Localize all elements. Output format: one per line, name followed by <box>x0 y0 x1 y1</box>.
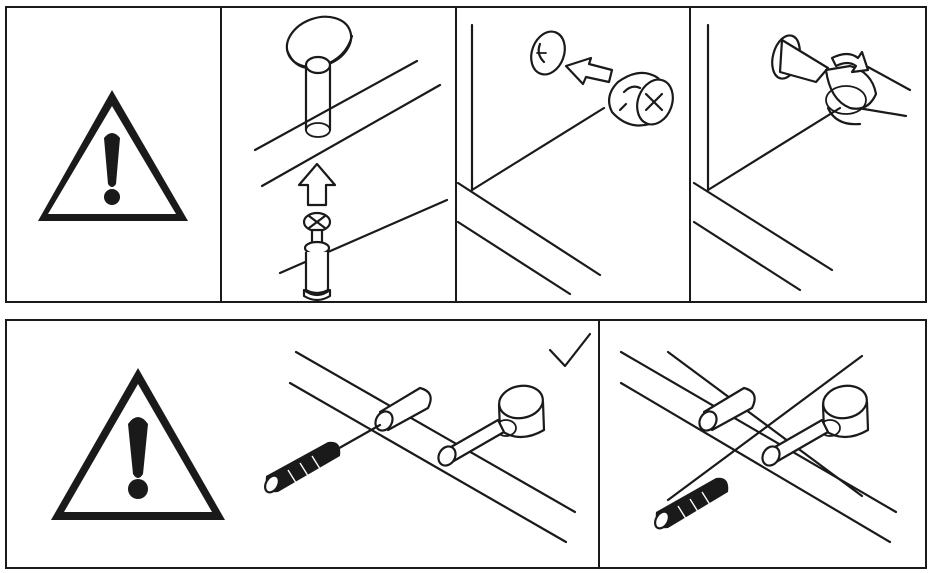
cam-hole-cylinder <box>495 384 546 439</box>
rotate-arrow-icon <box>830 50 870 74</box>
screwdriver <box>264 423 382 494</box>
top-panel-warning <box>38 90 188 221</box>
check-mark-icon <box>548 332 592 368</box>
bottom-row <box>5 319 927 569</box>
cam-hole-cylinder <box>819 384 870 439</box>
bottom-panel-warning <box>51 368 225 520</box>
cam-lock-installed <box>771 34 878 126</box>
bottom-panel-correct <box>264 332 592 544</box>
cam-pin <box>302 211 332 302</box>
bottom-panel-incorrect <box>619 350 898 544</box>
cam-hole-cylinder <box>285 15 354 138</box>
top-row-frame <box>5 6 927 303</box>
up-arrow-icon <box>297 162 337 207</box>
left-arrow-icon <box>564 56 614 86</box>
top-panel-turn-cam <box>692 23 912 292</box>
top-panel-insert-cam <box>456 23 674 296</box>
warning-triangle-icon <box>51 368 225 520</box>
top-row <box>5 6 927 303</box>
dowel <box>374 386 506 467</box>
top-panel-insert-pin <box>253 15 449 302</box>
bottom-row-frame <box>5 319 927 569</box>
screwdriver <box>654 477 729 530</box>
cam-lock <box>607 71 674 127</box>
dowel <box>698 386 830 467</box>
side-hole <box>530 30 566 76</box>
warning-triangle-icon <box>38 90 188 221</box>
